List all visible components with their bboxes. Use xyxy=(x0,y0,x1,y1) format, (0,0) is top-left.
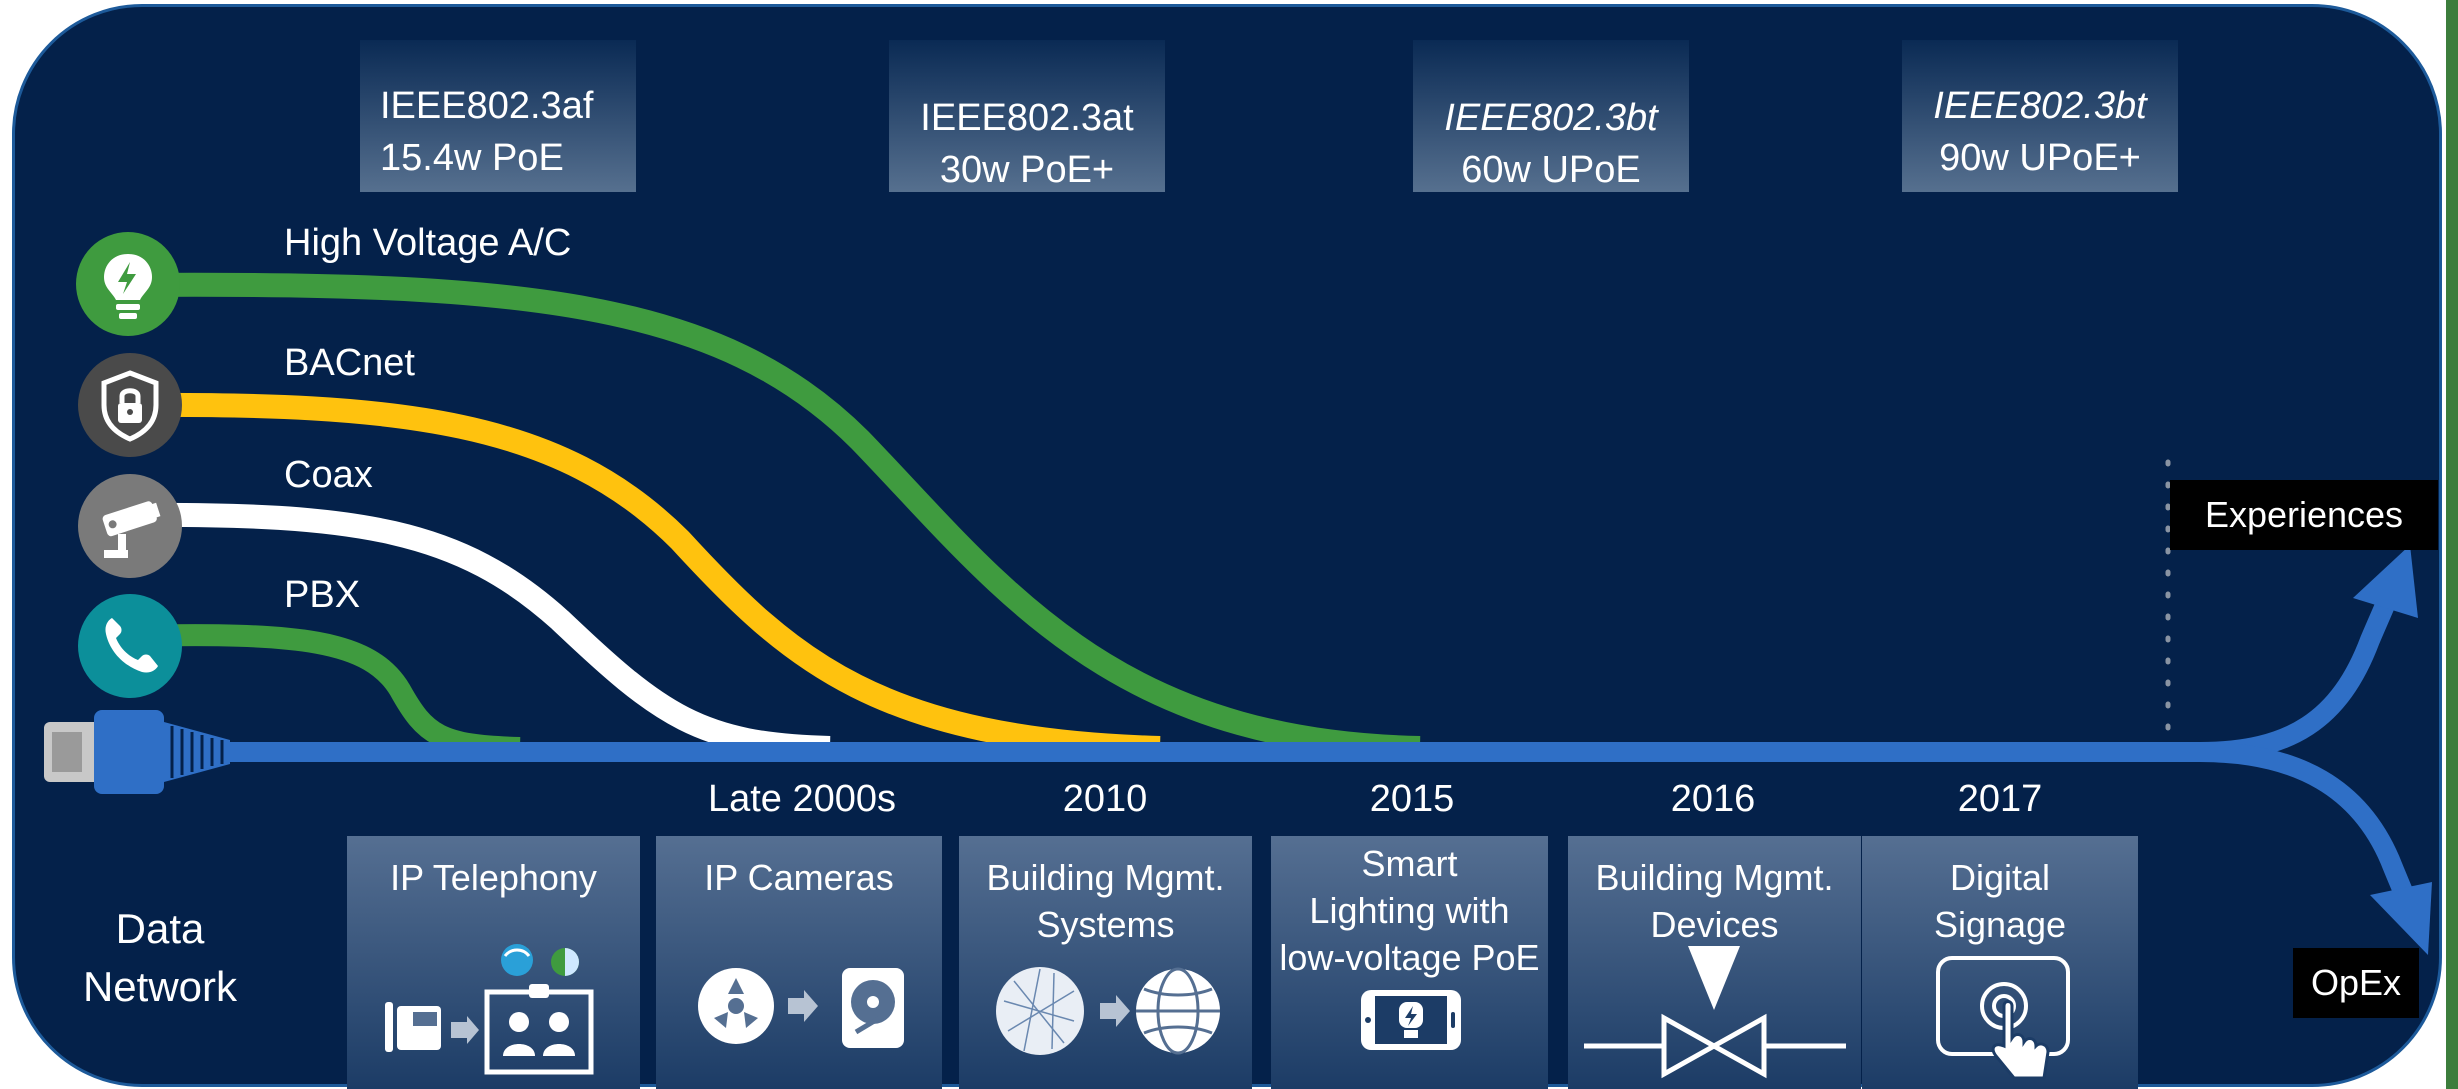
tape-reel-to-hard-drive-icon xyxy=(698,968,904,1048)
cable-coax xyxy=(127,502,831,760)
opex-tag: OpEx xyxy=(2293,948,2419,1018)
card-bms-line2: Systems xyxy=(1036,904,1175,945)
opex-branch xyxy=(2199,742,2418,909)
standard-bt-90-power: 90w UPoE+ xyxy=(1939,137,2141,179)
cable-label-pbx: PBX xyxy=(284,574,361,616)
cable-label-coax: Coax xyxy=(284,454,373,496)
desk-phone-to-video-call-icon xyxy=(385,944,594,1075)
card-smart-lighting-line2: Lighting with xyxy=(1309,890,1510,931)
smartphone-lightbulb-icon xyxy=(1361,990,1461,1050)
standard-bt-60-power: 60w UPoE xyxy=(1461,149,1641,191)
lightbulb-icon xyxy=(76,232,180,336)
year-2016: 2016 xyxy=(1670,778,1756,820)
card-bmd-line1: Building Mgmt. xyxy=(1595,857,1834,898)
card-ip-telephony: IP Telephony xyxy=(347,836,640,1089)
card-building-mgmt-devices: Building Mgmt. Devices xyxy=(1568,836,1861,1089)
edge-strip xyxy=(2446,0,2458,1089)
experiences-tag: Experiences xyxy=(2170,480,2438,550)
card-bmd-line2: Devices xyxy=(1650,904,1779,945)
cable-label-bacnet: BACnet xyxy=(284,342,415,384)
experiences-branch xyxy=(2199,576,2405,762)
standard-af-power: 15.4w PoE xyxy=(380,137,564,179)
card-smart-lighting-line3: low-voltage PoE xyxy=(1279,937,1540,978)
standard-af-name: IEEE802.3af xyxy=(380,85,594,127)
cable-label-high-voltage: High Voltage A/C xyxy=(284,222,572,264)
data-network-label: Data Network xyxy=(60,900,260,1016)
shield-lock-icon xyxy=(78,353,182,457)
experiences-arrowhead xyxy=(2353,545,2418,618)
valve-icon xyxy=(1584,946,1846,1079)
data-network-line1: Data xyxy=(115,905,205,952)
standard-at: IEEE802.3at 30w PoE+ xyxy=(889,40,1165,192)
card-bms-line1: Building Mgmt. xyxy=(986,857,1225,898)
standard-af: IEEE802.3af 15.4w PoE xyxy=(360,40,636,192)
phone-icon xyxy=(78,594,182,698)
standard-at-name: IEEE802.3at xyxy=(920,97,1134,139)
cable-bacnet xyxy=(127,392,1161,760)
cable-high-voltage-ac xyxy=(127,272,1421,760)
year-2010: 2010 xyxy=(1062,778,1148,820)
opex-arrowhead xyxy=(2370,882,2432,955)
card-ip-telephony-title: IP Telephony xyxy=(390,857,597,898)
card-digital-signage: Digital Signage xyxy=(1862,836,2138,1089)
standard-bt-60-name: IEEE802.3bt xyxy=(1444,97,1658,139)
year-2015: 2015 xyxy=(1369,778,1455,820)
network-globe-icon xyxy=(996,967,1220,1055)
card-smart-lighting-line1: Smart xyxy=(1361,843,1458,884)
card-smart-lighting: Smart Lighting with low-voltage PoE xyxy=(1271,836,1548,1089)
card-ds-line2: Signage xyxy=(1933,904,2067,945)
touch-screen-icon xyxy=(1936,956,2070,1080)
card-building-mgmt-systems: Building Mgmt. Systems xyxy=(959,836,1252,1089)
card-ip-cameras: IP Cameras xyxy=(656,836,942,1089)
year-2017: 2017 xyxy=(1957,778,2043,820)
ethernet-connector-icon xyxy=(44,710,230,794)
standard-bt-90: IEEE802.3bt 90w UPoE+ xyxy=(1902,40,2178,192)
card-ip-cameras-title: IP Cameras xyxy=(704,857,894,898)
card-ds-line1: Digital xyxy=(1949,857,2051,898)
standard-bt-90-name: IEEE802.3bt xyxy=(1933,85,2147,127)
standard-at-power: 30w PoE+ xyxy=(939,149,1115,191)
security-camera-icon xyxy=(78,474,182,578)
data-network-line2: Network xyxy=(82,963,238,1010)
cable-pbx xyxy=(127,624,521,759)
standard-bt-60: IEEE802.3bt 60w UPoE xyxy=(1413,40,1689,192)
year-late-2000s: Late 2000s xyxy=(707,778,897,820)
